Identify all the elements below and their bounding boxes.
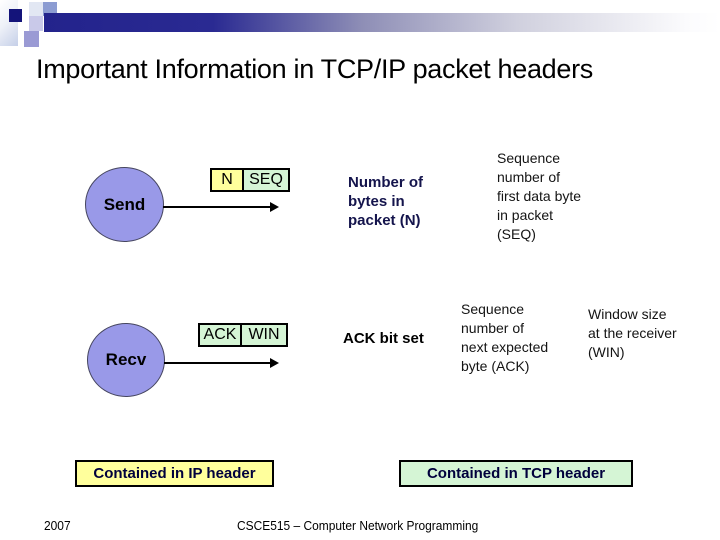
deco-square-navy — [9, 9, 22, 22]
note-ack-bit-set: ACK bit set — [343, 330, 424, 347]
send-arrow-line — [163, 206, 271, 208]
deco-square-pale — [29, 2, 43, 16]
packet-box-send: N SEQ — [210, 168, 290, 192]
note-window-size: Window size at the receiver (WIN) — [588, 306, 677, 360]
send-node: Send — [85, 167, 164, 242]
recv-arrow — [164, 358, 279, 368]
note-sequence-number-ack: Sequence number of next expected byte (A… — [461, 301, 549, 374]
recv-arrow-head-icon — [270, 358, 279, 368]
deco-square-lavender — [29, 16, 43, 31]
footer-year: 2007 — [44, 518, 71, 533]
field-seq: SEQ — [242, 170, 288, 190]
recv-arrow-line — [164, 362, 271, 364]
send-arrow — [163, 202, 279, 212]
send-node-label: Send — [103, 194, 146, 214]
deco-square-violet — [24, 31, 39, 47]
deco-square-blue — [43, 2, 57, 16]
note-bytes-in-packet: Number of bytes in packet (N) — [348, 174, 423, 229]
recv-node-label: Recv — [105, 350, 147, 369]
field-ack: ACK — [200, 325, 240, 345]
legend-tcp-header: Contained in TCP header — [399, 460, 633, 487]
header-gradient-bar — [44, 13, 720, 32]
field-win: WIN — [240, 325, 286, 345]
footer-course: CSCE515 – Computer Network Programming — [237, 518, 479, 533]
note-sequence-number-seq: Sequence number of first data byte in pa… — [497, 150, 582, 242]
slide-title: Important Information in TCP/IP packet h… — [36, 54, 593, 84]
send-arrow-head-icon — [270, 202, 279, 212]
recv-node: Recv — [87, 323, 165, 397]
deco-gradient-strip — [0, 0, 18, 46]
legend-ip-header: Contained in IP header — [75, 460, 274, 487]
packet-box-recv: ACK WIN — [198, 323, 288, 347]
field-n: N — [212, 170, 242, 190]
